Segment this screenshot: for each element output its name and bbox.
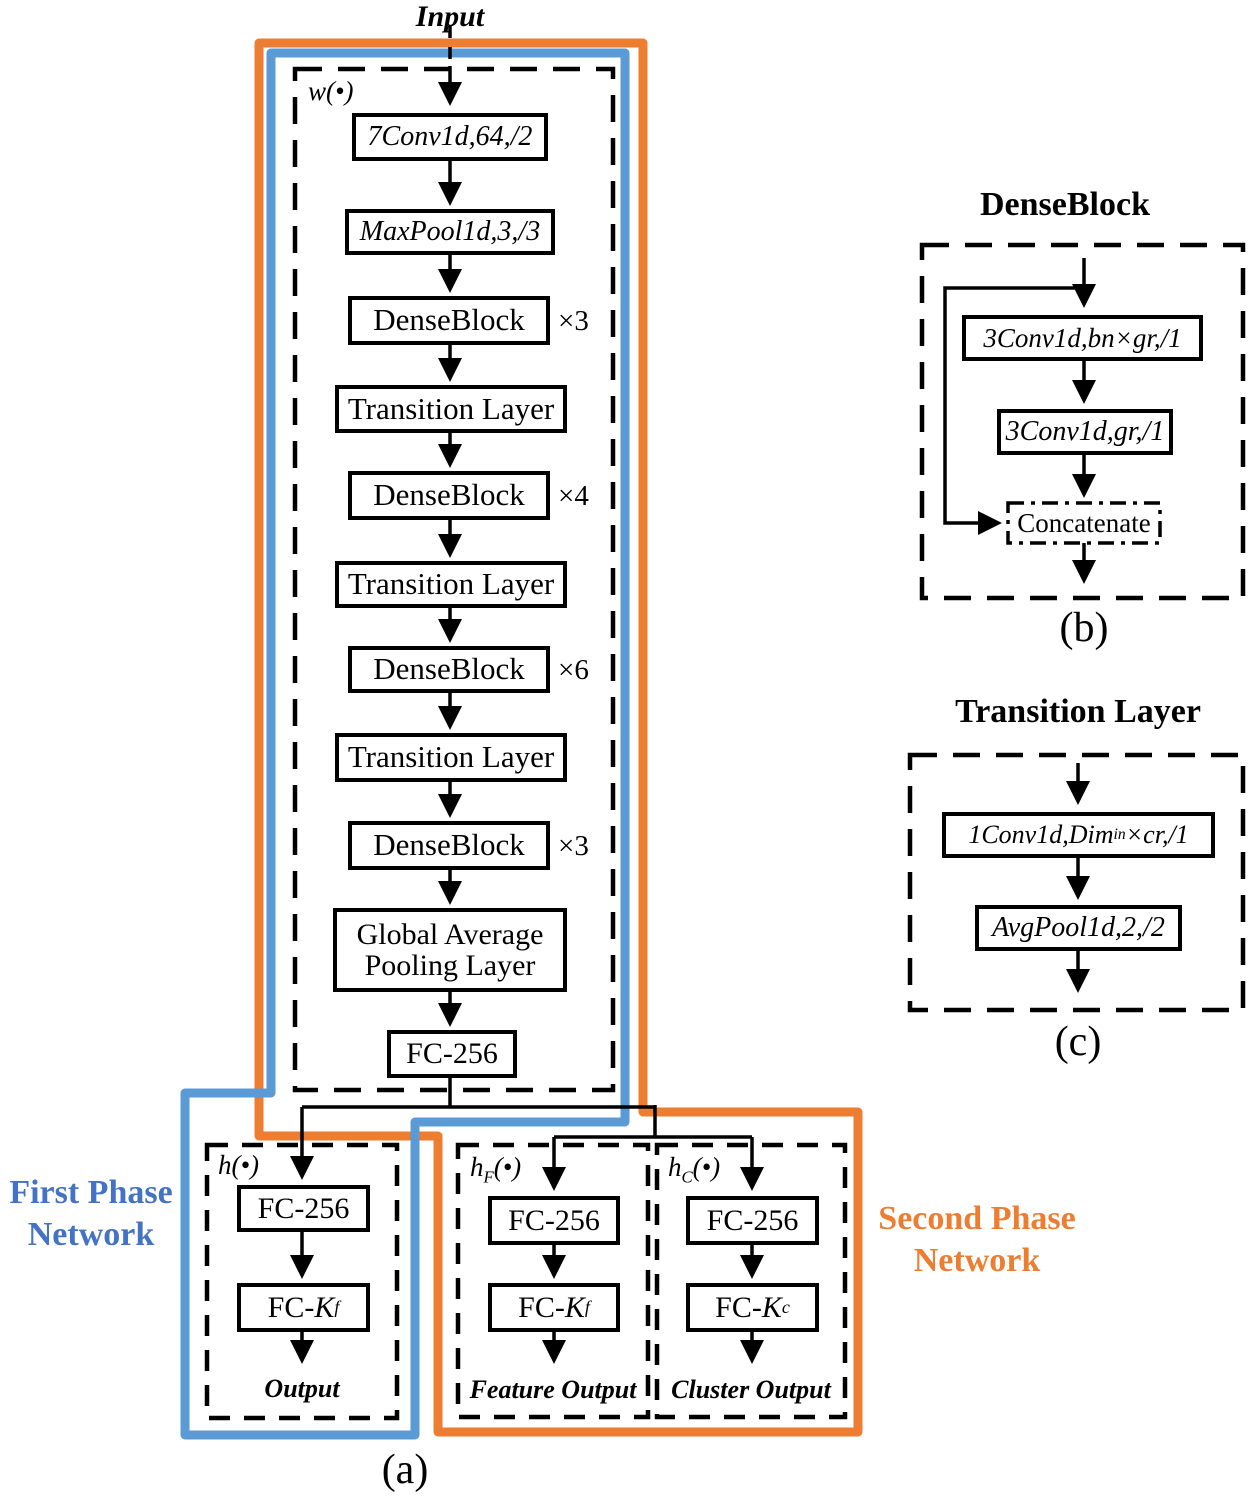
w-function-label: w(•) <box>308 76 354 106</box>
second-phase-outline <box>254 38 863 1437</box>
denseblock3-multiplier: ×6 <box>558 654 589 686</box>
main-fc256-box: FC-256 <box>387 1030 517 1078</box>
transition3-box: Transition Layer <box>335 733 567 782</box>
concatenate-label: Concatenate <box>1017 507 1151 538</box>
transition-panel-dashed-box <box>907 752 1246 1013</box>
h-feature-dashed-box <box>455 1142 651 1420</box>
first-phase-outline <box>180 48 630 1440</box>
transition1-box: Transition Layer <box>335 385 567 433</box>
w-function-dashed-box <box>292 66 616 1093</box>
second-phase-network-label: Second Phase Network <box>878 1200 1076 1279</box>
input-label: Input <box>415 0 485 33</box>
denseblock3-box: DenseBlock <box>348 646 550 693</box>
h-cluster-dashed-box <box>654 1142 848 1420</box>
concatenate-dashdot-border <box>1006 501 1162 545</box>
maxpool-box: MaxPool1d,3,/3 <box>345 209 555 255</box>
panelb-skip-connection <box>943 286 1084 535</box>
h-output-function-label: h(•) <box>218 1150 259 1180</box>
global-average-pooling-box: Global Average Pooling Layer <box>333 908 567 992</box>
first-phase-network-label: First Phase Network <box>9 1174 173 1253</box>
denseblock2-multiplier: ×4 <box>558 480 589 512</box>
panelc-avgpool-box: AvgPool1d,2,/2 <box>975 905 1182 951</box>
output-label: Output <box>264 1374 340 1403</box>
denseblock-panel-title: DenseBlock <box>980 186 1150 223</box>
denseblock4-box: DenseBlock <box>348 821 550 870</box>
h-cluster-fc256-box: FC-256 <box>686 1196 819 1245</box>
denseblock2-box: DenseBlock <box>348 471 550 520</box>
h-cluster-function-label: hC(•) <box>668 1152 721 1187</box>
denseblock1-multiplier: ×3 <box>558 305 589 337</box>
h-feature-fc256-box: FC-256 <box>488 1196 620 1245</box>
denseblock1-box: DenseBlock <box>348 296 550 345</box>
cluster-output-label: Cluster Output <box>671 1375 831 1404</box>
h-feature-function-label: hF(•) <box>470 1152 522 1187</box>
feature-output-label: Feature Output <box>469 1375 637 1404</box>
denseblock-panel-dashed-box <box>919 242 1246 601</box>
caption-a: (a) <box>381 1447 429 1493</box>
h-output-fc256-box: FC-256 <box>237 1185 370 1232</box>
caption-c: (c) <box>1054 1019 1102 1065</box>
transition2-box: Transition Layer <box>335 561 567 608</box>
panelb-conv1-box: 3Conv1d,bn×gr,/1 <box>962 315 1203 361</box>
h-output-dashed-box <box>204 1142 400 1421</box>
caption-b: (b) <box>1059 605 1109 651</box>
panelb-conv2-box: 3Conv1d,gr,/1 <box>997 409 1173 455</box>
denseblock4-multiplier: ×3 <box>558 830 589 862</box>
transition-panel-title: Transition Layer <box>955 693 1201 730</box>
conv1-box: 7Conv1d,64,/2 <box>352 113 548 161</box>
